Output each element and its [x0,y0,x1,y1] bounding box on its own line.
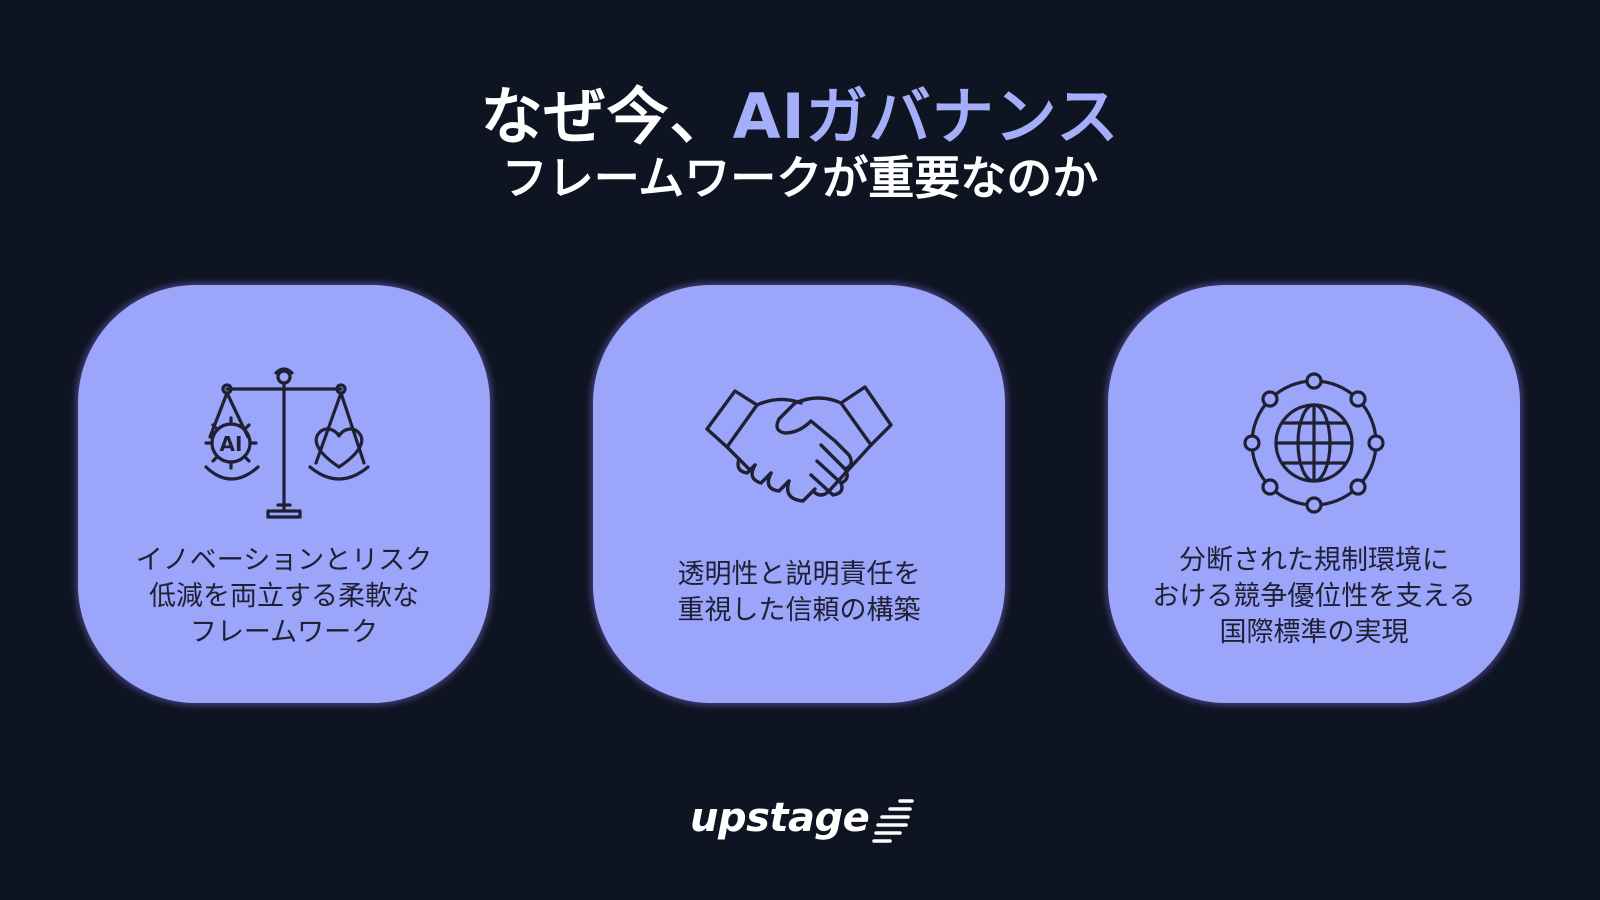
card-1-line-1: イノベーションとリスク [135,545,433,576]
globe-network-icon [1243,372,1385,514]
card-standards: 分断された規制環境に おける競争優位性を支える 国際標準の実現 [1108,285,1520,703]
page-title: なぜ今、AIガバナンス フレームワークが重要なのか [0,78,1600,206]
card-1-line-3: フレームワーク [189,617,379,648]
card-innovation: AI イノベーションとリスク 低減を両立する柔軟な フレームワーク [78,285,490,703]
upstage-logo-icon [872,799,914,843]
title-accent: AIガバナンス [732,80,1120,153]
title-line-1: なぜ今、AIガバナンス [0,78,1600,156]
card-2-line-1: 透明性と説明責任を [677,559,921,590]
upstage-logo: upstage [690,795,920,855]
title-prefix: なぜ今、 [480,80,733,153]
balance-scale-ai-heart-icon: AI [204,367,370,519]
card-3-line-2: おける競争優位性を支える [1152,581,1476,612]
logo-text: upstage [690,795,870,841]
card-2-line-2: 重視した信頼の構築 [677,595,921,626]
title-line-2: フレームワークが重要なのか [501,151,1099,205]
card-trust: 透明性と説明責任を 重視した信頼の構築 [593,285,1005,703]
card-3-line-3: 国際標準の実現 [1219,617,1409,648]
svg-text:AI: AI [220,432,243,456]
card-1-line-2: 低減を両立する柔軟な [149,581,419,612]
handshake-icon [705,385,893,503]
card-3-line-1: 分断された規制環境に [1179,545,1449,576]
